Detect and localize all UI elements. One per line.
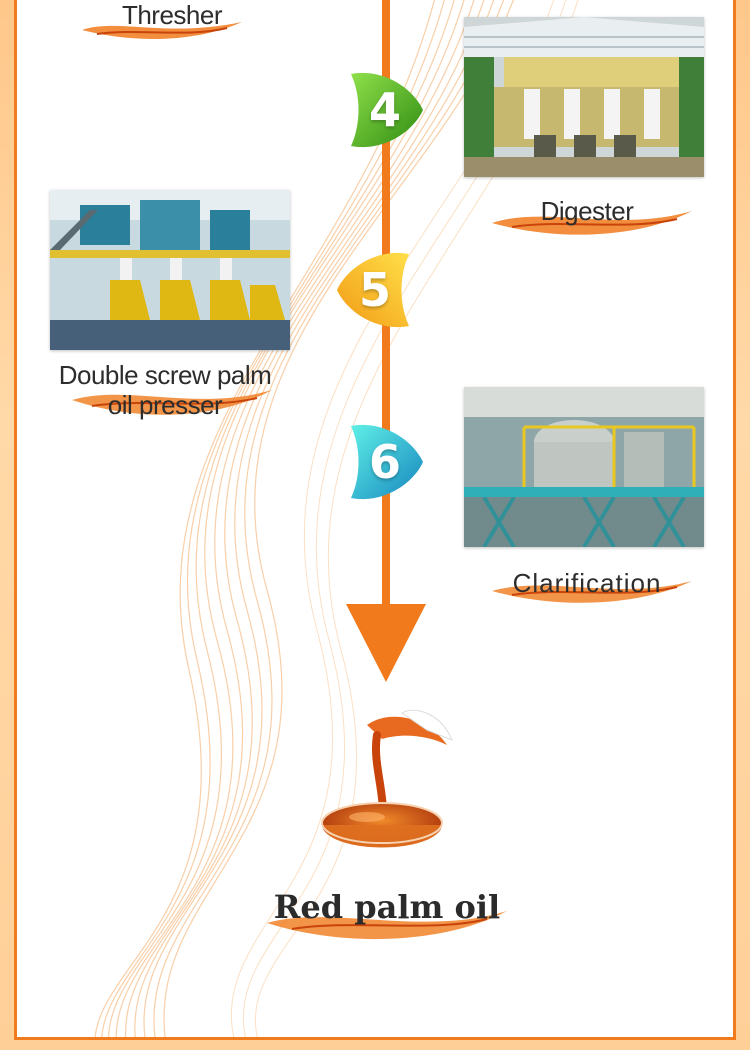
oil-splash-icon	[492, 211, 692, 235]
step-badge-6: 6	[343, 420, 427, 504]
oil-bowl-icon	[321, 709, 453, 848]
step-number: 6	[368, 435, 401, 489]
step-label-digester: Digester	[540, 196, 634, 226]
oil-splash-icon	[267, 911, 507, 940]
step-label-presser: Double screw palm oil presser	[58, 360, 272, 420]
clarification-photo	[464, 387, 704, 547]
digester-photo	[464, 17, 704, 177]
down-arrow-icon	[346, 604, 426, 682]
oil-splash-icon	[82, 22, 242, 40]
process-frame: Thresher 4 Digester	[14, 0, 736, 1040]
step-badge-4: 4	[343, 68, 427, 152]
step-number: 4	[368, 83, 401, 137]
decorative-swirl	[94, 0, 579, 1037]
presser-photo	[50, 190, 290, 350]
oil-splash-icon	[492, 581, 692, 603]
step-badge-5: 5	[333, 248, 417, 332]
oil-splash-icon	[72, 390, 272, 415]
step-label-clarification: Clarification	[512, 568, 662, 598]
step-number: 5	[358, 263, 391, 317]
step-label-thresher: Thresher	[121, 0, 223, 30]
final-product-label: Red palm oil	[273, 888, 501, 926]
